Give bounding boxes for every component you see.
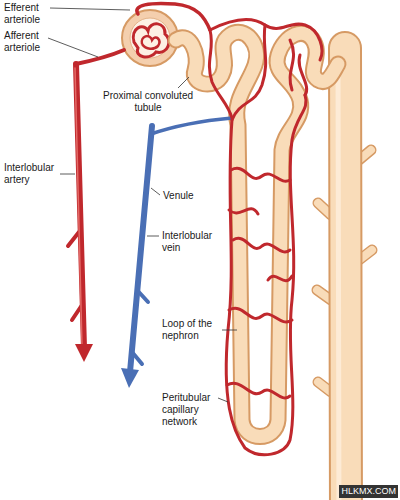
capsular-space: [130, 18, 170, 58]
leader-line: [50, 8, 130, 10]
peritubular-capillary: [229, 209, 292, 281]
afferent-arteriole: [76, 50, 124, 64]
artery-vessel: [76, 64, 84, 348]
flow-arrowhead: [75, 344, 93, 362]
capillary-network: [76, 3, 322, 454]
leader-line: [48, 38, 98, 57]
vessel-label: Afferent arteriole: [4, 30, 56, 54]
interlobular-artery: [68, 64, 93, 362]
capillary-tuft: [133, 24, 169, 57]
peritubular-capillary: [227, 383, 290, 398]
duct-wall: [345, 48, 346, 500]
leader-line: [151, 188, 160, 195]
vessel-label: Interlobular vein: [162, 230, 224, 254]
peritubular-capillary: [229, 308, 292, 322]
interlobular-vein: [121, 118, 232, 388]
vein-vessel: [130, 126, 152, 372]
vessel-label: Efferent arteriole: [4, 2, 56, 26]
peritubular-capillary: [209, 30, 232, 118]
duct-lumen: [345, 48, 346, 500]
leader-line: [147, 236, 159, 237]
tubule-label: Proximal convoluted tubule: [100, 90, 196, 114]
flow-arrowhead: [121, 368, 139, 388]
leader-line: [178, 77, 189, 88]
efferent-arteriole: [137, 3, 210, 30]
vessel-label: Interlobular artery: [4, 162, 62, 186]
capillary-label: Peritubular capillary network: [162, 392, 224, 428]
peritubular-capillary: [233, 238, 290, 252]
watermark: HLKMX.COM: [339, 485, 398, 498]
artery-highlight: [75, 68, 82, 346]
peritubular-capillary: [232, 25, 266, 120]
leader-line: [60, 174, 75, 175]
venule-vessel: [151, 118, 232, 134]
vessel-label: Venule: [163, 190, 213, 202]
leader-line: [218, 398, 228, 402]
tubule-label: Loop of the nephron: [162, 318, 224, 342]
peritubular-capillary: [231, 168, 290, 181]
capillary-tuft: [142, 36, 160, 49]
peritubular-capillary: [226, 95, 306, 455]
collecting-duct: [317, 48, 372, 500]
peritubular-capillary: [290, 40, 307, 95]
leader-line: [222, 330, 237, 331]
duct-highlight: [338, 60, 339, 500]
leader-lines: [48, 8, 237, 402]
